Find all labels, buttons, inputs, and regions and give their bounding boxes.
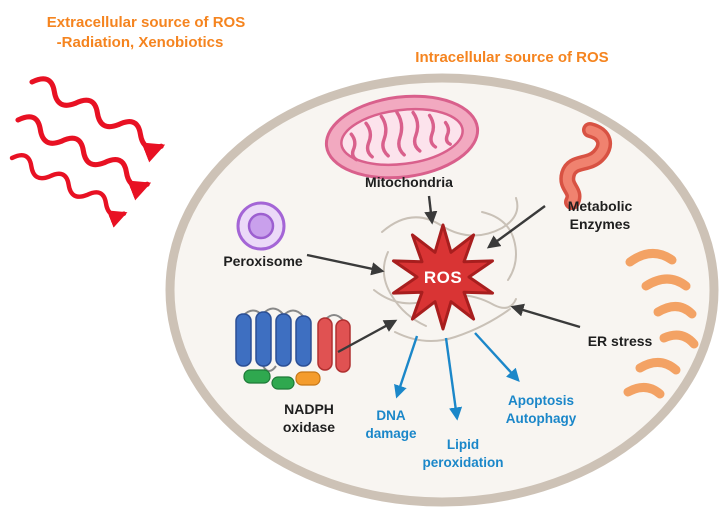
ros-starburst-icon (392, 223, 494, 331)
arrow-ros-to-dna (394, 335, 419, 399)
dna-damage-label-line1: DNA (376, 408, 405, 423)
ros-label: ROS (424, 268, 462, 287)
radiation-wave-icon (15, 114, 152, 201)
ros-star: ROS (392, 223, 494, 331)
apoptosis-autophagy-label-line1: Apoptosis (508, 393, 574, 408)
radiation-arrows (9, 76, 166, 228)
mitochondria-label: Mitochondria (365, 174, 453, 190)
apoptosis-autophagy-label-line2: Autophagy (506, 411, 577, 426)
lipid-peroxidation-label-line1: Lipid (447, 437, 479, 452)
nadph-subunits-icon (243, 369, 321, 390)
arrow-mitochondria-to-ros (424, 195, 438, 225)
nadph-oxidase-label-line1: NADPH (284, 401, 334, 417)
nadph-oxidase-complex (235, 307, 351, 390)
peroxisome-core (247, 212, 275, 240)
effect-arrows (394, 332, 520, 421)
mitochondria-cristae-icon (349, 110, 452, 162)
metabolic-enzymes-label-line1: Metabolic (568, 198, 633, 214)
arrow-metabolic-to-ros (486, 205, 546, 249)
arrow-er-to-ros (510, 303, 581, 329)
dna-damage-label-line2: damage (365, 426, 417, 441)
intracellular-heading: Intracellular source of ROS (415, 49, 608, 66)
mitochondria-organelle (324, 94, 480, 180)
er-stress-label: ER stress (588, 333, 653, 349)
source-arrows (306, 195, 581, 354)
extracellular-heading-line1: Extracellular source of ROS (47, 14, 245, 31)
arrow-peroxisome-to-ros (306, 253, 385, 276)
arrow-nadph-to-ros (337, 319, 398, 354)
peroxisome-label: Peroxisome (223, 253, 303, 269)
radiation-wave-icon (9, 153, 128, 228)
radiation-wave-icon (29, 76, 166, 163)
arrow-ros-to-lipid (444, 337, 463, 421)
lipid-peroxidation-label-line2: peroxidation (422, 455, 503, 470)
nadph-helices-blue-icon (235, 311, 312, 367)
er-icon (623, 249, 699, 399)
nadph-oxidase-label-line2: oxidase (283, 419, 335, 435)
metabolic-enzyme-icon (559, 122, 613, 210)
peroxisome-organelle (236, 201, 286, 251)
metabolic-enzymes-label-line2: Enzymes (570, 216, 631, 232)
extracellular-heading-line2: -Radiation, Xenobiotics (57, 34, 224, 51)
arrow-ros-to-apoptosis (474, 332, 520, 382)
